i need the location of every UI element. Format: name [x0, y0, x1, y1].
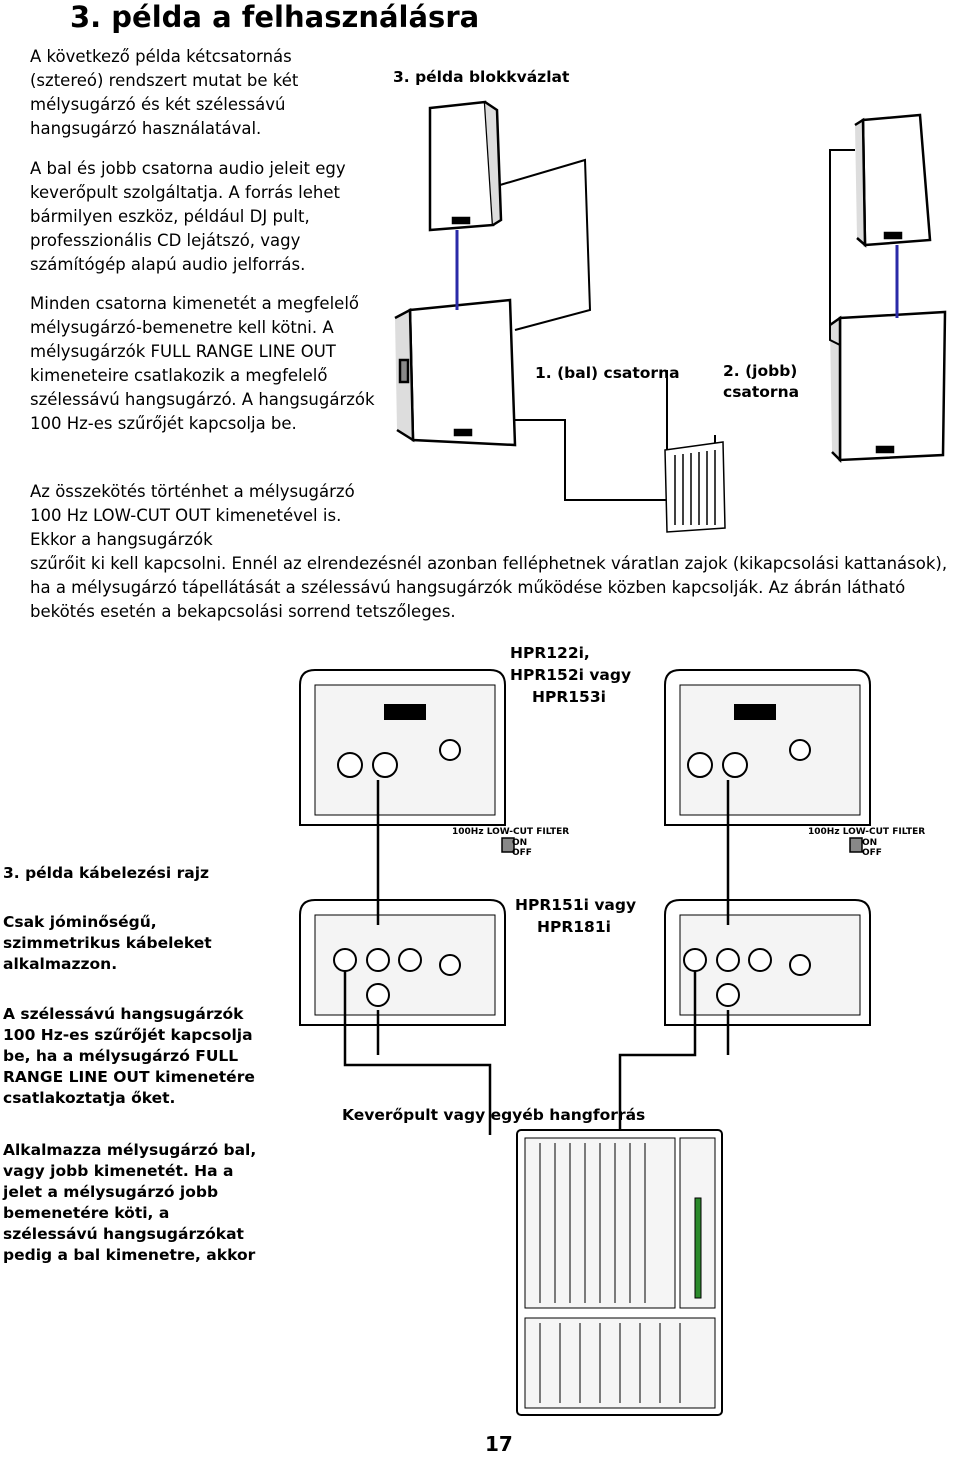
sub-model-label-1: HPR151i vagy [515, 896, 637, 914]
sub-model-label-2: HPR181i [537, 918, 611, 936]
right-channel-label-1: 2. (jobb) [723, 362, 798, 380]
page-number: 17 [485, 1432, 513, 1456]
filter-label-left: 100Hz LOW-CUT FILTER [452, 827, 570, 837]
source-paragraph: A bal és jobb csatorna audio jeleit egy … [30, 159, 346, 274]
alternative-paragraph: Az összekötés történhet a mélysugárzó 10… [30, 482, 355, 549]
filter-off-right: OFF [862, 848, 882, 858]
cable-note: Csak jóminőségű, szimmetrikus kábeleket … [3, 913, 212, 973]
top-model-label-2: HPR152i vagy [510, 666, 632, 684]
right-fullrange-speaker [854, 113, 932, 248]
wiring-title: 3. példa kábelezési rajz [3, 864, 210, 882]
page-heading: 3. példa a felhasználásra [70, 0, 480, 34]
left-subwoofer-panel [299, 899, 506, 1026]
right-subwoofer [829, 310, 947, 464]
left-fullrange-speaker [428, 100, 503, 232]
block-diagram-title: 3. példa blokkvázlat [393, 68, 570, 86]
noise-paragraph: szűrőit ki kell kapcsolni. Ennél az elre… [30, 554, 948, 621]
filter-on-left: ON [512, 838, 528, 848]
top-left-speaker-panel [299, 669, 506, 826]
filter-note: A szélessávú hangsugárzók 100 Hz-es szűr… [3, 1005, 255, 1107]
connection-paragraph: Minden csatorna kimenetét a megfelelő mé… [30, 294, 375, 433]
top-model-label-3: HPR153i [532, 688, 606, 706]
block-diagram [394, 100, 947, 533]
mixer-label: Keverőpult vagy egyéb hangforrás [342, 1106, 646, 1124]
intro-paragraph: A következő példa kétcsatornás (sztereó)… [30, 47, 299, 138]
right-channel-label-2: csatorna [723, 383, 800, 401]
wiring-diagram [299, 669, 871, 1135]
filter-label-right: 100Hz LOW-CUT FILTER [808, 827, 926, 837]
filter-switch-left [501, 837, 515, 853]
left-channel-label: 1. (bal) csatorna [535, 364, 680, 382]
top-model-label-1: HPR122i, [510, 644, 590, 662]
left-subwoofer [394, 298, 517, 447]
right-subwoofer-panel [664, 899, 871, 1026]
top-right-speaker-panel [664, 669, 871, 826]
filter-switch-right [849, 837, 863, 853]
output-note: Alkalmazza mélysugárzó bal, vagy jobb ki… [3, 1141, 257, 1264]
small-mixer [664, 441, 726, 533]
mixer-console [516, 1129, 723, 1416]
filter-on-right: ON [862, 838, 878, 848]
filter-off-left: OFF [512, 848, 532, 858]
